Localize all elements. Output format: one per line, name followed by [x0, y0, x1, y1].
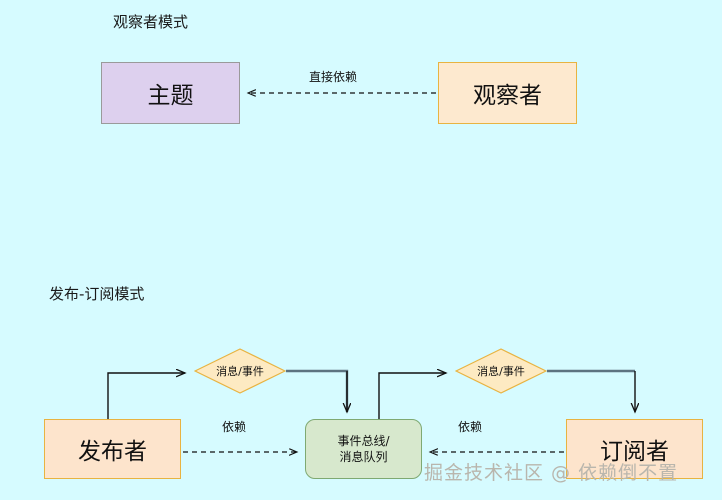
node-subject-label: 主题	[147, 83, 194, 109]
node-subject[interactable]: 主题	[101, 62, 240, 124]
edge-label-subscriber-dependency: 依赖	[458, 420, 483, 434]
pubsub-section-title: 发布-订阅模式	[49, 285, 145, 303]
edge-publisher-to-message-left	[107, 373, 185, 419]
node-event-bus[interactable]: 事件总线/ 消息队列	[305, 419, 422, 479]
node-message-event-left-label: 消息/事件	[216, 365, 264, 378]
node-subscriber-label: 订阅者	[600, 439, 669, 465]
node-publisher[interactable]: 发布者	[44, 419, 181, 479]
observer-section-title: 观察者模式	[113, 13, 189, 31]
node-observer-label: 观察者	[473, 83, 542, 109]
edge-label-publisher-dependency: 依赖	[222, 420, 247, 434]
node-event-bus-label-line1: 事件总线/	[337, 433, 390, 448]
node-observer[interactable]: 观察者	[438, 62, 577, 124]
node-message-event-right[interactable]: 消息/事件	[455, 348, 547, 394]
watermark: 掘金技术社区 @ 依赖倒不置	[424, 462, 679, 484]
edge-label-direct-dependency: 直接依赖	[309, 70, 358, 84]
node-event-bus-label-line2: 消息队列	[339, 450, 388, 464]
edge-message-left-to-eventbus	[286, 369, 349, 412]
node-publisher-label: 发布者	[78, 439, 147, 465]
node-message-event-left[interactable]: 消息/事件	[194, 348, 286, 394]
node-subscriber[interactable]: 订阅者	[566, 419, 703, 479]
diamond-shape-icon	[194, 348, 286, 394]
diamond-shape-icon	[455, 348, 547, 394]
edge-eventbus-to-message-right	[378, 373, 446, 419]
node-message-event-right-label: 消息/事件	[477, 365, 525, 378]
